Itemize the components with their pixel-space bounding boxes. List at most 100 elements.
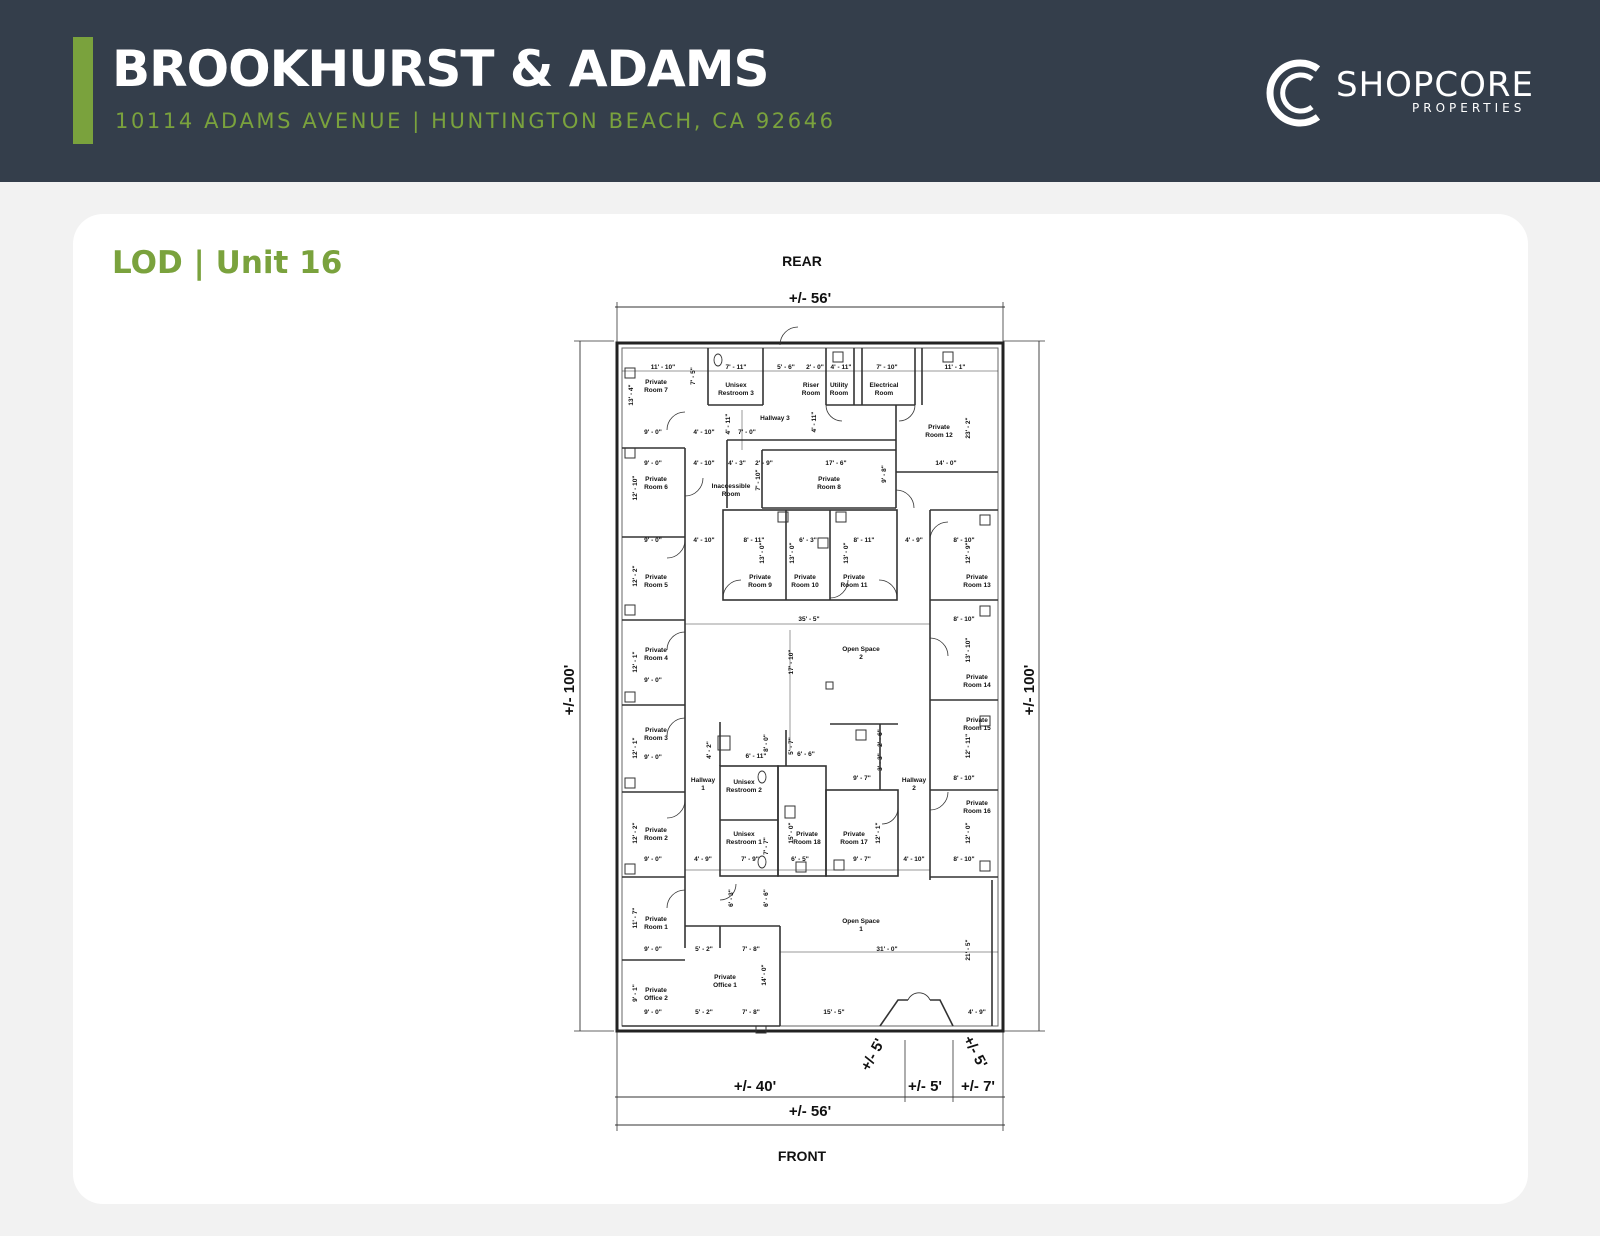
dimension-label: 12' - 1" <box>632 737 639 758</box>
dimension-label: 13' - 10" <box>965 638 972 663</box>
dimension-label: 8' - 10" <box>953 537 974 544</box>
room-label: Private <box>645 647 667 654</box>
room-label: Room 9 <box>748 582 772 589</box>
dimension-label: 3' - 3" <box>877 753 884 771</box>
dimension-label: 13' - 0" <box>843 542 850 563</box>
room-label: Room <box>802 390 821 397</box>
room-label: Riser <box>803 382 820 389</box>
dimension-label: 12' - 11" <box>965 734 972 759</box>
room-label: Private <box>966 674 988 681</box>
dimension-label: 9' - 0" <box>644 1009 662 1016</box>
dimension-label: 11' - 10" <box>651 364 676 371</box>
dimension-label: 9' - 0" <box>644 754 662 761</box>
dimension-label: 4' - 9" <box>905 537 923 544</box>
dimension-label: 5' - 2" <box>695 1009 713 1016</box>
dimension-label: 15' - 0" <box>788 822 795 843</box>
room-label: Utility <box>830 382 848 389</box>
room-label: Unisex <box>725 382 747 389</box>
room-label: Restroom 1 <box>726 839 762 846</box>
room-label: Room 5 <box>644 582 668 589</box>
dimension-label: 9' - 7" <box>853 775 871 782</box>
dimension-label: 4' - 9" <box>694 856 712 863</box>
dimension-label: 17' - 10" <box>788 650 795 675</box>
dimension-label: 15' - 5" <box>823 1009 844 1016</box>
room-label: Private <box>645 379 667 386</box>
dimension-label: 12' - 1" <box>632 651 639 672</box>
room-label: Open Space <box>842 918 880 925</box>
room-label: Unisex <box>733 831 755 838</box>
overall-depth-left: +/- 100' <box>561 665 578 716</box>
dimension-label: 12' - 0" <box>965 822 972 843</box>
dimension-label: 6' - 3" <box>728 889 735 907</box>
accent-bar <box>73 37 93 144</box>
rear-label: REAR <box>782 253 822 269</box>
room-label: Room 12 <box>925 432 953 439</box>
dimension-label: 5' - 2" <box>695 946 713 953</box>
room-label: Private <box>928 424 950 431</box>
dimension-label: 8' - 10" <box>953 616 974 623</box>
room-label: Room 15 <box>963 725 991 732</box>
room-label: Room 3 <box>644 735 668 742</box>
entry-angle-right: +/- 5' <box>959 1033 990 1071</box>
room-label: Office 2 <box>644 995 668 1002</box>
dimension-label: 9' - 0" <box>644 429 662 436</box>
room-label: Room <box>830 390 849 397</box>
dimension-label: 31' - 0" <box>876 946 897 953</box>
room-label: Room 7 <box>644 387 668 394</box>
dimension-label: 9' - 8" <box>881 465 888 483</box>
dimension-label: 5' - 6" <box>777 364 795 371</box>
dimension-label: 9' - 0" <box>644 460 662 467</box>
dimension-label: 7' - 8" <box>742 1009 760 1016</box>
dimension-label: 9' - 0" <box>644 677 662 684</box>
room-label: Hallway 3 <box>760 415 790 422</box>
dimension-label: 6' - 3" <box>799 537 817 544</box>
front-mid-width: +/- 5' <box>908 1078 942 1095</box>
room-label: Unisex <box>733 779 755 786</box>
room-label: Private <box>714 974 736 981</box>
dimension-label: 6' - 11" <box>746 753 767 760</box>
dimension-label: 7' - 7" <box>763 837 770 855</box>
dimension-label: 5' - 7" <box>788 737 795 755</box>
dimension-label: 13' - 0" <box>789 542 796 563</box>
room-label: Private <box>645 827 667 834</box>
room-label: Private <box>843 831 865 838</box>
dimension-label: 2' - 9" <box>755 460 773 467</box>
dimension-label: 12' - 2" <box>632 565 639 586</box>
dimension-label: 4' - 11" <box>725 414 732 435</box>
dimension-label: 4' - 10" <box>903 856 924 863</box>
property-address: 10114 ADAMS AVENUE | HUNTINGTON BEACH, C… <box>115 109 836 133</box>
dimension-label: 14' - 0" <box>935 460 956 467</box>
overall-width-top: +/- 56' <box>789 290 831 307</box>
room-label: Hallway <box>902 777 927 784</box>
room-label: Room 6 <box>644 484 668 491</box>
dimension-label: 4' - 11" <box>811 412 818 433</box>
room-label: Private <box>796 831 818 838</box>
dimension-label: 6' - 6" <box>797 751 815 758</box>
room-label: Private <box>645 476 667 483</box>
dimension-label: 8' - 11" <box>744 537 765 544</box>
front-left-width: +/- 40' <box>734 1078 776 1095</box>
dimension-label: 17' - 6" <box>825 460 846 467</box>
dimension-label: 7' - 8" <box>742 946 760 953</box>
dimension-label: 9' - 0" <box>644 856 662 863</box>
dimension-label: 12' - 10" <box>632 476 639 501</box>
dimension-label: 4' - 3" <box>728 460 746 467</box>
